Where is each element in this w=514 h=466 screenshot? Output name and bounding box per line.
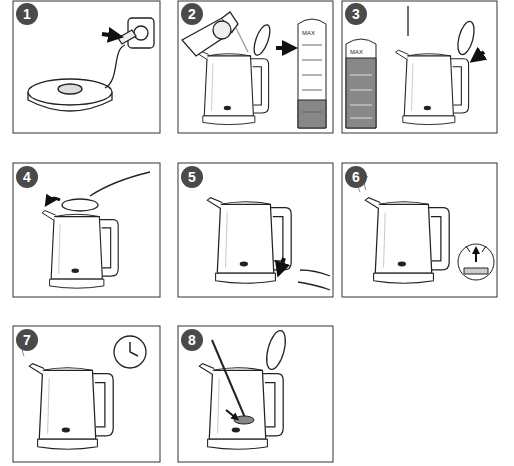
step-number: 8 [181, 329, 203, 351]
step-number: 3 [345, 3, 367, 25]
step-number-text: 6 [352, 170, 360, 184]
step-number: 6 [345, 166, 367, 188]
step-number-text: 3 [352, 7, 360, 21]
step-number-text: 4 [23, 170, 31, 184]
level-mark: MAX [350, 49, 363, 55]
step-number-text: 7 [23, 333, 31, 347]
step-number: 5 [181, 166, 203, 188]
step-number-text: 8 [188, 333, 196, 347]
step-number-text: 2 [188, 7, 196, 21]
step-number: 2 [181, 3, 203, 25]
step-number-text: 1 [23, 7, 31, 21]
step-number: 7 [16, 329, 38, 351]
step-number-text: 5 [188, 170, 196, 184]
level-mark: MAX [302, 30, 315, 36]
step-number: 4 [16, 166, 38, 188]
step-number: 1 [16, 3, 38, 25]
